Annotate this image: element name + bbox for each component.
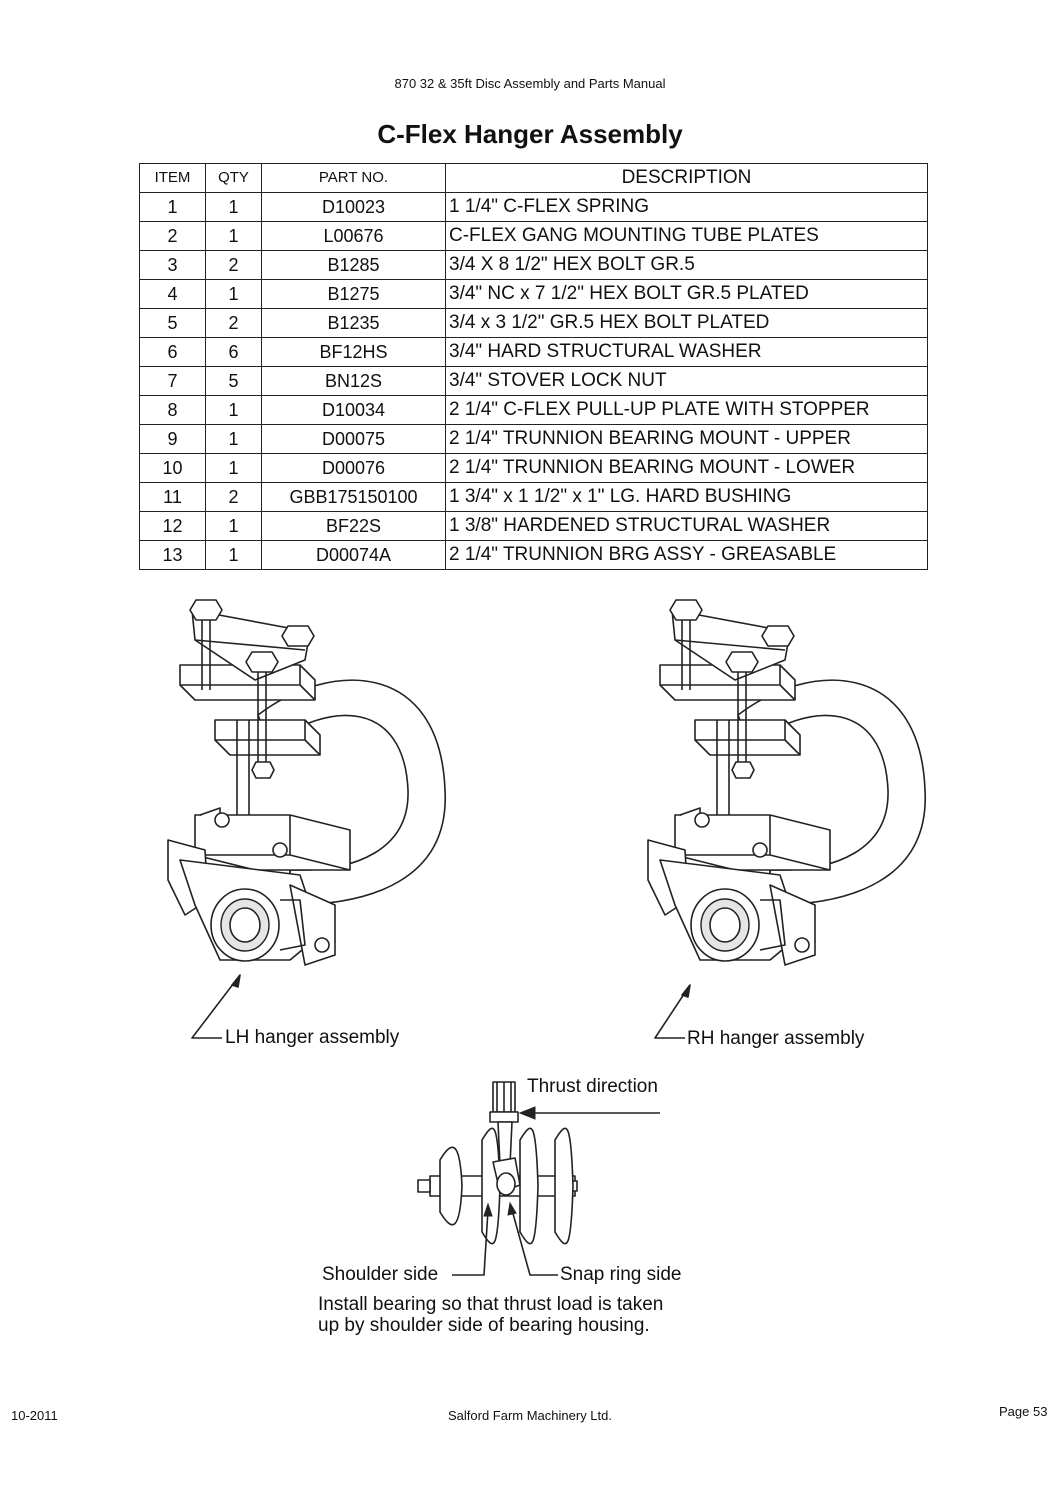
cell-description: 2 1/4" TRUNNION BRG ASSY - GREASABLE — [445, 540, 928, 570]
snap-ring-side-label: Snap ring side — [560, 1264, 682, 1285]
lh-leader-line — [191, 974, 241, 1039]
cell-description: 2 1/4" TRUNNION BEARING MOUNT - LOWER — [445, 453, 928, 483]
parts-table-header-row: ITEM QTY PART NO. DESCRIPTION — [139, 163, 928, 193]
cell-item: 13 — [139, 540, 206, 570]
install-note-line-1: Install bearing so that thrust load is t… — [318, 1294, 664, 1315]
shoulder-side-label: Shoulder side — [322, 1264, 439, 1285]
shoulder-leader-line — [452, 1209, 489, 1276]
rh-hanger-label: RH hanger assembly — [687, 1028, 865, 1049]
cell-part-no: BF12HS — [261, 337, 446, 367]
header-description: DESCRIPTION — [445, 163, 928, 193]
cell-item: 12 — [139, 511, 206, 541]
snap-ring-leader-line — [511, 1209, 558, 1276]
disc-gang-drawing — [417, 1081, 578, 1245]
cell-part-no: GBB175150100 — [261, 482, 446, 512]
lh-hanger-label: LH hanger assembly — [225, 1027, 400, 1048]
shoulder-leader-arrow — [483, 1202, 493, 1217]
lh-hanger-drawing — [167, 599, 447, 966]
cell-part-no: D00076 — [261, 453, 446, 483]
cell-item: 9 — [139, 424, 206, 454]
cell-item: 11 — [139, 482, 206, 512]
lh-leader-arrow — [231, 974, 241, 988]
cell-part-no: B1285 — [261, 250, 446, 280]
cell-description: C-FLEX GANG MOUNTING TUBE PLATES — [445, 221, 928, 251]
cell-description: 1 3/8" HARDENED STRUCTURAL WASHER — [445, 511, 928, 541]
thrust-direction-label: Thrust direction — [527, 1076, 658, 1097]
cell-item: 5 — [139, 308, 206, 338]
cell-description: 2 1/4" C-FLEX PULL-UP PLATE WITH STOPPER — [445, 395, 928, 425]
cell-part-no: D00075 — [261, 424, 446, 454]
cell-qty: 1 — [205, 192, 262, 222]
rh-leader-line — [654, 984, 691, 1039]
manual-title: 870 32 & 35ft Disc Assembly and Parts Ma… — [394, 76, 666, 91]
cell-item: 8 — [139, 395, 206, 425]
rh-hanger-drawing — [647, 599, 927, 966]
cell-qty: 1 — [205, 221, 262, 251]
footer-page-number: Page 53 — [999, 1404, 1048, 1419]
cell-description: 3/4 x 3 1/2" GR.5 HEX BOLT PLATED — [445, 308, 928, 338]
page-title: C-Flex Hanger Assembly — [377, 119, 683, 149]
cell-part-no: D10034 — [261, 395, 446, 425]
cell-part-no: BN12S — [261, 366, 446, 396]
footer-company: Salford Farm Machinery Ltd. — [447, 1408, 612, 1423]
cell-part-no: D00074A — [261, 540, 446, 570]
install-note: Install bearing so that thrust load is t… — [318, 1294, 738, 1336]
footer-date: 10-2011 — [11, 1408, 58, 1423]
cell-item: 1 — [139, 192, 206, 222]
rh-leader-arrow — [681, 984, 691, 998]
cell-item: 7 — [139, 366, 206, 396]
install-note-line-2: up by shoulder side of bearing housing. — [318, 1315, 650, 1336]
cell-qty: 1 — [205, 540, 262, 570]
snap-ring-leader-arrow — [507, 1201, 517, 1216]
cell-item: 10 — [139, 453, 206, 483]
thrust-arrow-head — [518, 1106, 536, 1120]
cell-part-no: B1235 — [261, 308, 446, 338]
cell-item: 6 — [139, 337, 206, 367]
